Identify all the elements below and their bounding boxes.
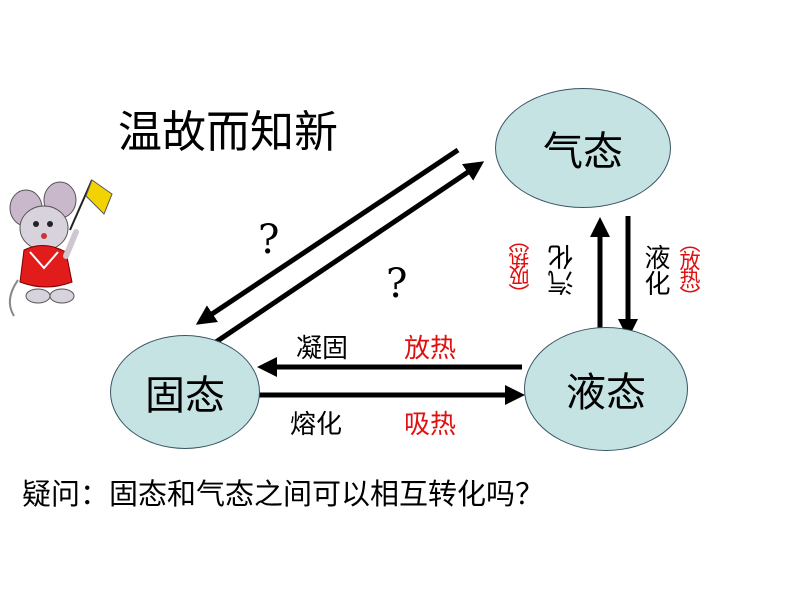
solid-state-node: 固态 [110, 335, 260, 449]
liquefaction-label: 液化 [640, 244, 670, 296]
question-mark-upper: ? [258, 217, 280, 263]
mouse-mascot-icon [8, 179, 113, 317]
question-text: 疑问：固态和气态之间可以相互转化吗？ [22, 477, 545, 511]
question-mark-lower: ? [386, 261, 408, 307]
solidification-heat-label: 放热 [404, 334, 457, 364]
solidification-label: 凝固 [296, 334, 349, 364]
page-title: 温故而知新 [118, 107, 338, 158]
arrow-gas-to-solid [195, 147, 460, 325]
melting-label: 熔化 [290, 410, 343, 440]
gas-state-node: 气态 [495, 88, 671, 208]
vaporization-label: 汽化 [548, 244, 578, 296]
liquid-state-node: 液态 [524, 327, 688, 451]
gas-state-label: 气态 [543, 129, 623, 175]
solid-state-label: 固态 [145, 373, 225, 419]
melting-heat-label: 吸热 [404, 410, 457, 440]
liquid-state-label: 液态 [566, 370, 646, 416]
liquefaction-heat-label: （放热） [677, 232, 701, 304]
vaporization-heat-label: （吸热） [508, 232, 532, 304]
arrow-solid-to-gas [214, 161, 485, 345]
